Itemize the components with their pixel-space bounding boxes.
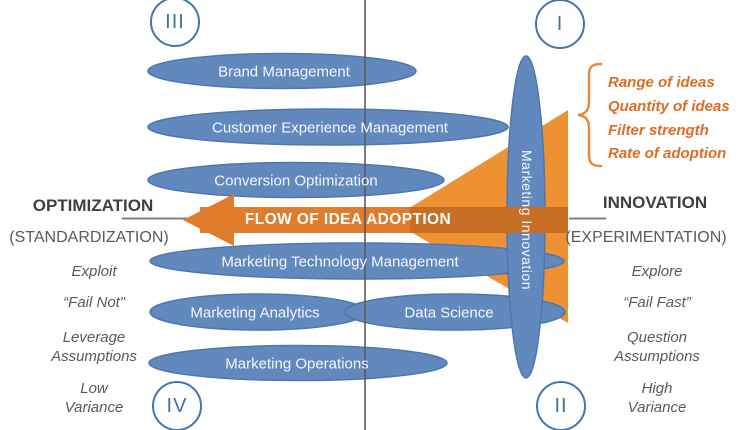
left-trait-leverage-assumptions: Leverage Assumptions — [14, 328, 174, 366]
brace-icon — [577, 62, 603, 168]
marketing-operations-label: Marketing Operations — [225, 355, 369, 373]
left-axis-subtitle: (STANDARDIZATION) — [9, 229, 169, 246]
quadrant-circle-1: I — [535, 0, 585, 49]
annotation-rate-of-adoption: Rate of adoption — [608, 145, 727, 162]
annotation-filter-strength: Filter strength — [608, 122, 709, 139]
brand-management-label: Brand Management — [218, 63, 350, 81]
customer-experience-ellipse — [147, 108, 509, 146]
quadrant-label-4: IV — [166, 394, 188, 417]
flow-arrow-head — [183, 194, 234, 246]
right-axis-subtitle: (EXPERIMENTATION) — [565, 229, 727, 246]
quadrant-label-1: I — [556, 12, 564, 35]
quadrant-label-3: III — [165, 10, 185, 33]
trait-line: “Fail Fast” — [623, 294, 691, 311]
conversion-optimization-ellipse — [147, 161, 445, 199]
right-trait-high-variance: High Variance — [577, 379, 737, 417]
marketing-operations-ellipse — [148, 344, 448, 382]
quadrant-circle-4: IV — [152, 381, 202, 430]
brand-management-ellipse — [147, 52, 417, 90]
left-axis-title: OPTIMIZATION — [32, 196, 154, 215]
right-trait-explore: Explore — [577, 262, 737, 281]
data-science-label: Data Science — [404, 304, 494, 322]
flow-arrow-label: FLOW OF IDEA ADOPTION — [244, 211, 452, 228]
trait-line: Variance — [64, 399, 124, 416]
trait-line: Assumptions — [614, 348, 700, 365]
marketing-innovation-label: Marketing Innovation — [519, 150, 535, 290]
right-axis-title: INNOVATION — [602, 193, 708, 212]
left-trait-exploit: Exploit — [14, 262, 174, 281]
trait-line: Explore — [631, 263, 683, 280]
marketing-technology-label: Marketing Technology Management — [221, 253, 459, 271]
trait-line: Variance — [627, 399, 687, 416]
flow-arrow-shaft-shade — [410, 207, 568, 233]
right-trait-question-assumptions: Question Assumptions — [577, 328, 737, 366]
right-trait-fail-fast: “Fail Fast” — [577, 293, 737, 312]
trait-line: High — [641, 380, 673, 397]
quadrant-circle-2: II — [536, 381, 586, 430]
trait-line: Exploit — [71, 263, 117, 280]
annotation-range-of-ideas: Range of ideas — [608, 74, 715, 91]
left-trait-low-variance: Low Variance — [14, 379, 174, 417]
trait-line: Assumptions — [51, 348, 137, 365]
quadrant-circle-3: III — [150, 0, 200, 47]
marketing-analytics-label: Marketing Analytics — [190, 304, 320, 322]
trait-line: Question — [626, 329, 688, 346]
trait-line: Low — [80, 380, 108, 397]
trait-line: “Fail Not” — [63, 294, 125, 311]
conversion-optimization-label: Conversion Optimization — [214, 172, 378, 190]
trait-line: Leverage — [62, 329, 126, 346]
marketing-technology-ellipse — [149, 242, 565, 280]
left-trait-fail-not: “Fail Not” — [14, 293, 174, 312]
customer-experience-label: Customer Experience Management — [212, 119, 448, 137]
quadrant-label-2: II — [554, 394, 568, 417]
flow-arrow-shaft — [200, 207, 568, 233]
annotation-quantity-of-ideas: Quantity of ideas — [608, 98, 730, 115]
